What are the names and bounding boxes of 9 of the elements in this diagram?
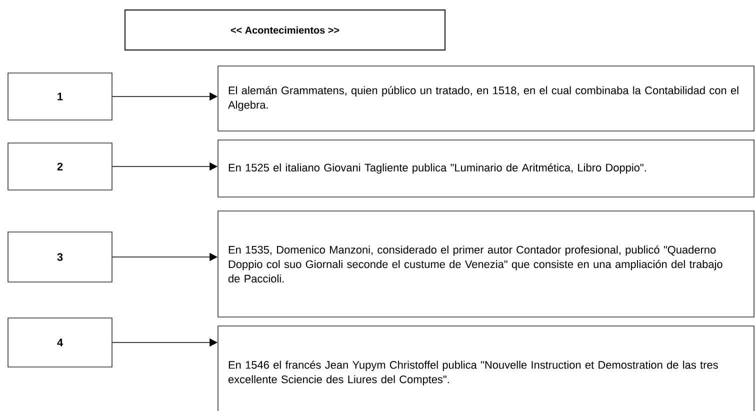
title-box: << Acontecimientos >> bbox=[124, 9, 446, 51]
event-box: En 1525 el italiano Giovani Tagliente publica "Luminario de Aritmética, Libro Doppio". bbox=[218, 140, 754, 198]
number-box: 2 bbox=[8, 142, 112, 190]
event-box: En 1535, Domenico Manzoni, considerado el primer autor Contador profesional, publicó "Quaderno Doppio col suo Giornali seconde el custume de Venezia" que consiste en una ampliación del trabajo de Paccioli. bbox=[218, 210, 754, 318]
number-box: 3 bbox=[8, 232, 112, 282]
event-box: El alemán Grammatens, quien público un tratado, en 1518, en el cual combinaba la Contabilidad con el Algebra. bbox=[218, 66, 754, 132]
number-box: 1 bbox=[8, 72, 112, 120]
event-box: En 1546 el francés Jean Yupym Christoffel publica "Nouvelle Instruction et Demostration de las tres excellente Sciencie des Liures del Comptes". bbox=[218, 326, 754, 411]
number-box: 4 bbox=[8, 318, 112, 368]
